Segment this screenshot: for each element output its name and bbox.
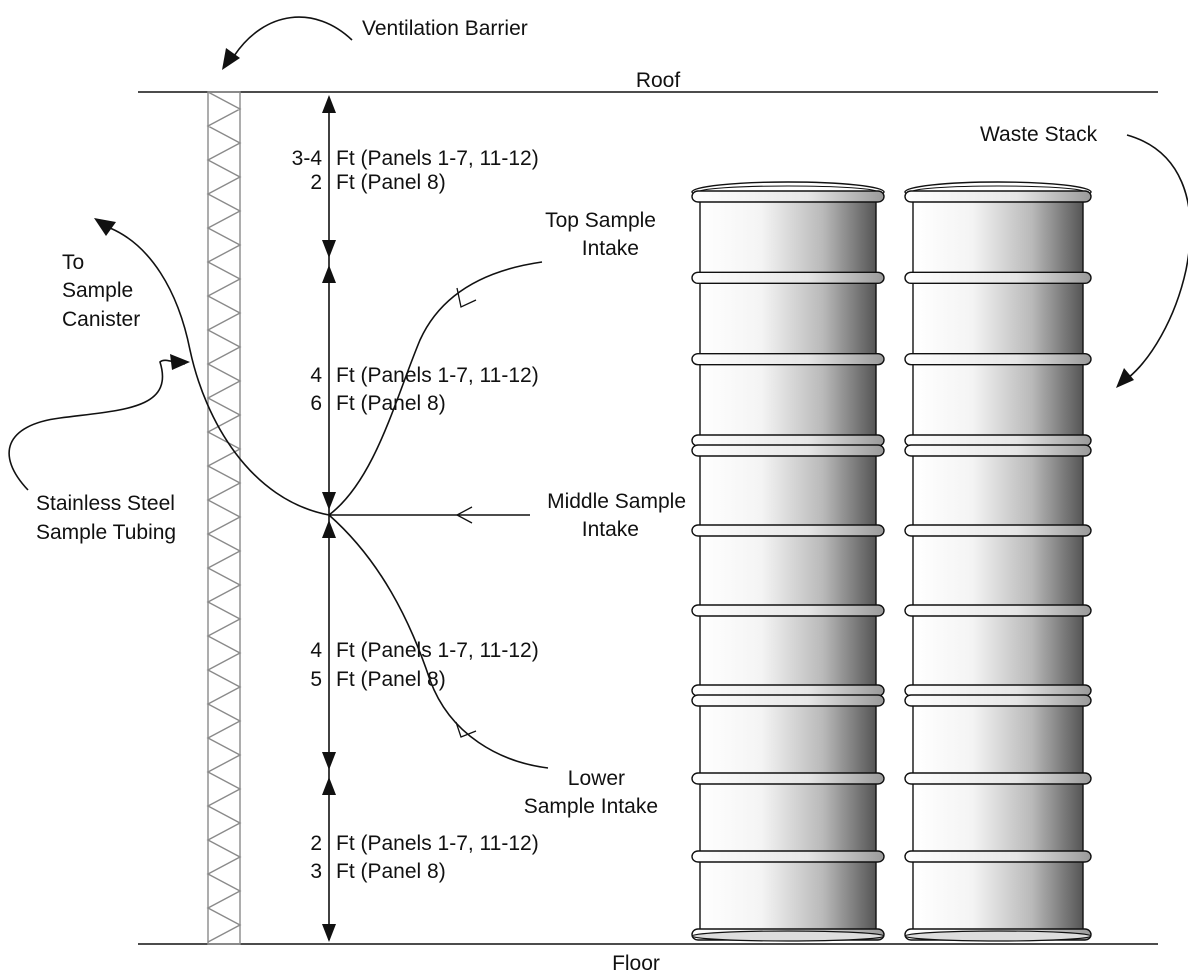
waste-stack-label: Waste Stack [980, 123, 1098, 146]
lower-intake-line-1: Lower [568, 767, 625, 790]
dimension-label-3: 4 Ft (Panels 1-7, 11-12) 5 Ft (Panel 8) [310, 639, 538, 691]
dimension-arrows [322, 95, 336, 942]
dim1-num2: 2 [310, 171, 322, 194]
lower-intake-label: Lower Sample Intake [524, 767, 658, 818]
drum [691, 694, 885, 941]
dim3-num2: 5 [310, 668, 322, 691]
dimension-label-4: 2 Ft (Panels 1-7, 11-12) 3 Ft (Panel 8) [310, 832, 538, 883]
top-intake-line-1: Top Sample [545, 209, 656, 232]
middle-intake-label: Middle Sample Intake [547, 490, 686, 541]
sample-tubing [109, 227, 330, 516]
dim3-rest2: Ft (Panel 8) [336, 668, 446, 691]
ventilation-barrier [206, 91, 242, 945]
drum-base [904, 930, 1092, 942]
ventilation-barrier-arrowhead [222, 48, 240, 70]
dimension-label-1: 3-4 Ft (Panels 1-7, 11-12) 2 Ft (Panel 8… [292, 147, 539, 194]
tubing-callout-line [8, 359, 186, 491]
dim2-rest2: Ft (Panel 8) [336, 392, 446, 415]
drum [904, 190, 1092, 447]
dim4-rest1: Ft (Panels 1-7, 11-12) [336, 832, 539, 855]
lower-intake-line-2: Sample Intake [524, 795, 658, 818]
ventilation-barrier-label: Ventilation Barrier [362, 17, 528, 40]
dim1-rest2: Ft (Panel 8) [336, 171, 446, 194]
waste-stack-left [691, 181, 885, 942]
waste-stack-right [904, 181, 1092, 942]
to-canister-arrowhead [94, 218, 116, 236]
drum [904, 444, 1092, 697]
dim4-num1: 2 [310, 832, 322, 855]
dim3-rest1: Ft (Panels 1-7, 11-12) [336, 639, 539, 662]
top-intake-line [328, 261, 543, 516]
drum-base [691, 930, 885, 942]
dim2-num2: 6 [310, 392, 322, 415]
tubing-line-1: Stainless Steel [36, 492, 175, 515]
top-intake-arrowhead [456, 287, 477, 308]
middle-intake-line-2: Intake [582, 518, 639, 541]
drum [904, 694, 1092, 941]
lower-intake-line [328, 514, 549, 769]
dim4-num2: 3 [310, 860, 322, 883]
tubing-callout-arrowhead [170, 354, 190, 370]
to-sample-canister-label: To Sample Canister [62, 251, 140, 331]
tubing-line-2: Sample Tubing [36, 521, 176, 544]
dimension-label-2: 4 Ft (Panels 1-7, 11-12) 6 Ft (Panel 8) [310, 364, 538, 415]
dim1-num1: 3-4 [292, 147, 323, 170]
waste-stack-arrow [1126, 134, 1188, 379]
floor-label: Floor [612, 952, 660, 975]
drum [691, 444, 885, 697]
canister-line-1: To [62, 251, 84, 274]
dim2-num1: 4 [310, 364, 322, 387]
top-intake-line-2: Intake [582, 237, 639, 260]
middle-intake-line-1: Middle Sample [547, 490, 686, 513]
dim2-rest1: Ft (Panels 1-7, 11-12) [336, 364, 539, 387]
dim4-rest2: Ft (Panel 8) [336, 860, 446, 883]
drum [691, 190, 885, 447]
waste-stack-arrowhead [1116, 368, 1134, 388]
lower-intake-arrowhead [455, 721, 477, 738]
tubing-label: Stainless Steel Sample Tubing [36, 492, 176, 544]
top-intake-label: Top Sample Intake [545, 209, 656, 260]
canister-line-2: Sample [62, 279, 133, 302]
roof-label: Roof [636, 69, 681, 92]
middle-intake-arrowhead [455, 506, 473, 524]
ventilation-barrier-arrow [233, 16, 353, 57]
dim1-rest1: Ft (Panels 1-7, 11-12) [336, 147, 539, 170]
dim3-num1: 4 [310, 639, 322, 662]
canister-line-3: Canister [62, 308, 140, 331]
